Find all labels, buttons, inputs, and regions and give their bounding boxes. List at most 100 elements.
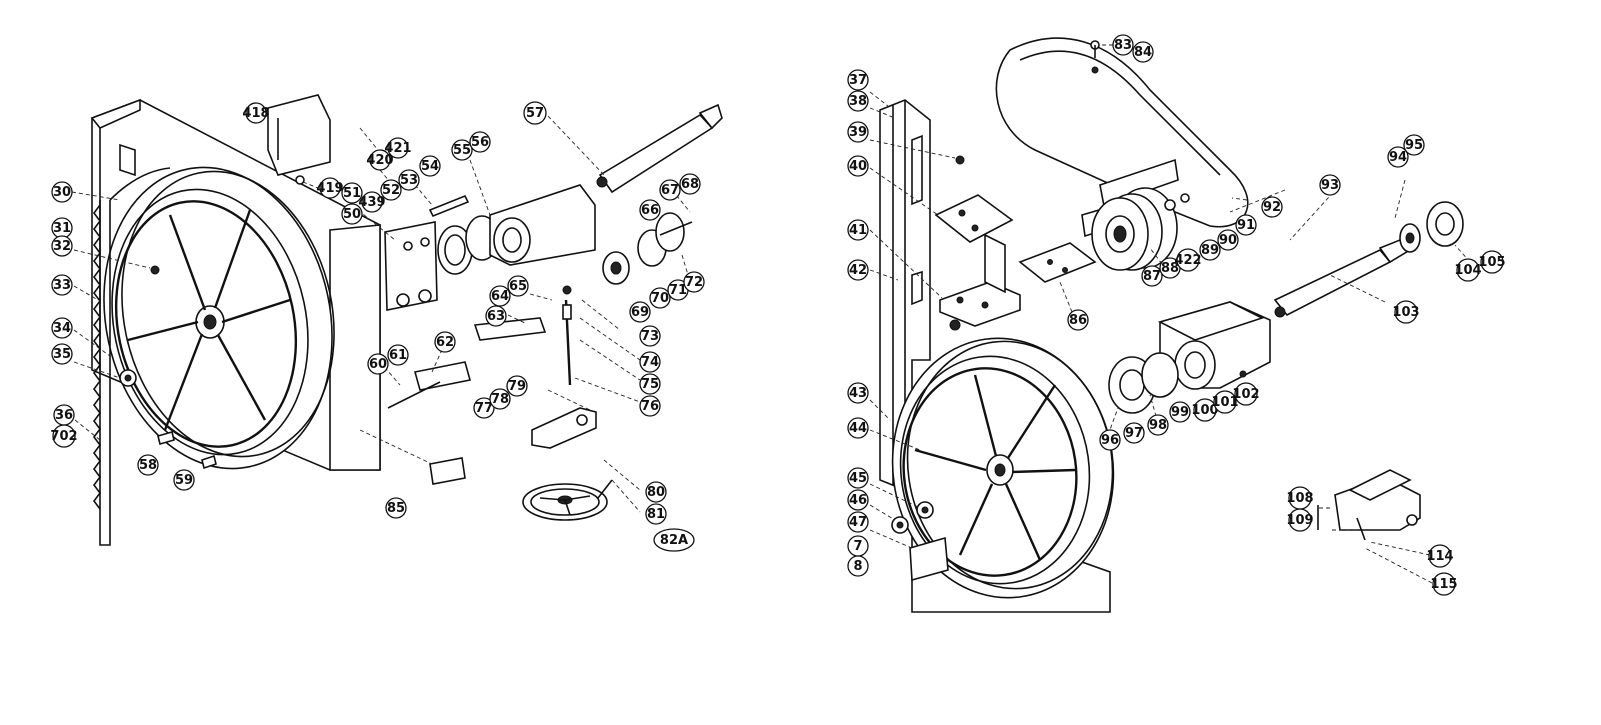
- part-label: 422: [1174, 248, 1202, 272]
- part-number: 61: [389, 348, 407, 363]
- part-number: 30: [53, 185, 71, 200]
- part-number: 81: [647, 507, 665, 522]
- right-leader-lines: [869, 44, 1471, 584]
- part-number: 422: [1174, 253, 1201, 268]
- part-label: 88: [1159, 257, 1181, 279]
- part-label: 85: [385, 497, 407, 519]
- part-label: 89: [1199, 239, 1221, 261]
- part-number: 45: [849, 471, 867, 486]
- part-label: 58: [137, 454, 159, 476]
- part-number: 70: [651, 291, 669, 306]
- part-label: 702: [50, 424, 78, 448]
- part-number: 32: [53, 239, 71, 254]
- part-number: 421: [384, 141, 411, 156]
- part-label: 86: [1067, 309, 1089, 331]
- part-number: 51: [343, 186, 361, 201]
- part-number: 115: [1430, 577, 1457, 592]
- part-number: 38: [849, 94, 867, 109]
- left-small-parts: [119, 175, 466, 485]
- right-bearing-housing-100: [1157, 301, 1271, 390]
- part-label: 44: [847, 417, 869, 439]
- left-plate-63: [473, 317, 547, 341]
- part-number: 47: [849, 515, 867, 530]
- part-label: 7: [847, 535, 869, 557]
- part-number: 96: [1101, 433, 1119, 448]
- part-label: 95: [1403, 134, 1425, 156]
- part-number: 84: [1134, 45, 1152, 60]
- part-number: 66: [641, 203, 659, 218]
- part-label: 421: [384, 137, 412, 159]
- part-label: 39: [847, 121, 869, 143]
- part-label: 98: [1147, 414, 1169, 436]
- part-label: 102: [1232, 382, 1260, 406]
- left-wheel: [103, 166, 335, 470]
- part-number: 37: [849, 73, 867, 88]
- part-label: 62: [434, 331, 456, 353]
- left-bracket-418: [267, 94, 331, 176]
- part-number: 76: [641, 399, 659, 414]
- part-label: 36: [53, 404, 75, 426]
- part-number: 439: [358, 195, 385, 210]
- part-number: 53: [400, 173, 418, 188]
- part-number: 43: [849, 386, 867, 401]
- part-number: 90: [1219, 233, 1237, 248]
- part-label: 70: [649, 287, 671, 309]
- part-number: 34: [53, 321, 71, 336]
- part-number: 79: [508, 379, 526, 394]
- part-number: 99: [1171, 405, 1189, 420]
- part-number: 93: [1321, 178, 1339, 193]
- part-label: 439: [358, 191, 386, 213]
- left-part-labels: 418 420 421 419 51 439 50 52 53 54 55 56…: [50, 101, 705, 552]
- part-label: 47: [847, 511, 869, 533]
- part-number: 65: [509, 279, 527, 294]
- part-number: 85: [387, 501, 405, 516]
- part-label: 79: [506, 375, 528, 397]
- part-label: 63: [485, 305, 507, 327]
- right-part-labels: 37 38 39 40 41 42 43 44 45 46 47 7 8 83 …: [847, 34, 1506, 596]
- part-label: 68: [679, 173, 701, 195]
- part-label: 8: [847, 555, 869, 577]
- part-number: 89: [1201, 243, 1219, 258]
- left-bearing-housing: [437, 184, 596, 275]
- part-number: 7: [853, 539, 862, 554]
- part-label: 59: [173, 469, 195, 491]
- part-label: 61: [387, 344, 409, 366]
- part-label: 56: [469, 131, 491, 153]
- part-label: 42: [847, 259, 869, 281]
- part-number: 95: [1405, 138, 1423, 153]
- part-label: 92: [1261, 196, 1283, 218]
- part-number: 94: [1389, 150, 1407, 165]
- part-number: 60: [369, 357, 387, 372]
- part-label: 78: [489, 388, 511, 410]
- part-number: 58: [139, 458, 157, 473]
- part-label: 65: [507, 275, 529, 297]
- part-number: 91: [1237, 218, 1255, 233]
- part-number: 419: [316, 181, 343, 196]
- part-number: 101: [1211, 395, 1238, 410]
- part-number: 8: [853, 559, 862, 574]
- part-label: 34: [51, 317, 73, 339]
- part-label: 114: [1426, 544, 1454, 568]
- part-label: 94: [1387, 146, 1409, 168]
- part-number: 97: [1125, 426, 1143, 441]
- right-shaft-103: [1273, 236, 1412, 318]
- part-label: 67: [659, 179, 681, 201]
- part-number: 86: [1069, 313, 1087, 328]
- part-number: 67: [661, 183, 679, 198]
- right-wheel: [891, 337, 1115, 599]
- left-mount-plate: [384, 221, 438, 311]
- part-label: 69: [629, 301, 651, 323]
- left-bearing-69: [602, 212, 693, 285]
- left-spindle-74: [562, 285, 572, 386]
- part-number: 73: [641, 329, 659, 344]
- part-label: 418: [242, 102, 270, 124]
- part-label: 32: [51, 235, 73, 257]
- part-number: 78: [491, 392, 509, 407]
- part-label: 55: [451, 139, 473, 161]
- right-plate-86: [1018, 242, 1097, 283]
- part-label: 52: [380, 179, 402, 201]
- part-label: 76: [639, 395, 661, 417]
- part-label: 60: [367, 353, 389, 375]
- part-number: 109: [1286, 513, 1313, 528]
- part-label: 77: [473, 397, 495, 419]
